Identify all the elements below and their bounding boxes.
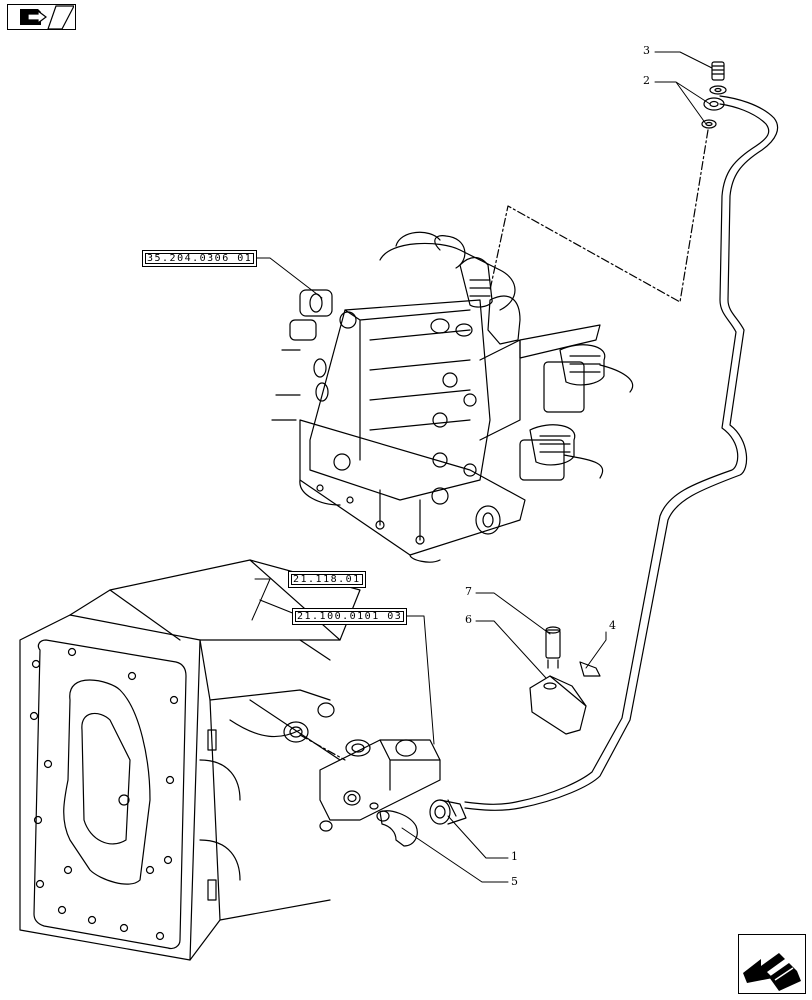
control-valve-assembly: [271, 231, 634, 563]
callout-4: 4: [609, 619, 616, 632]
next-page-button[interactable]: [738, 934, 806, 994]
callout-1: 1: [511, 850, 518, 863]
callout-7: 7: [465, 585, 472, 598]
reference-21-100-0101-03[interactable]: 21.100.0101 03: [292, 608, 408, 625]
alignment-lines: [299, 129, 709, 761]
banjo-fitting: [701, 61, 727, 129]
prev-page-button[interactable]: [7, 4, 76, 30]
bracket-and-spacer: [529, 626, 601, 735]
callout-2: 2: [643, 74, 650, 87]
reference-35-204-0306-01[interactable]: 35.204.0306 01: [142, 250, 258, 267]
leader-lines: [244, 51, 713, 883]
callout-5: 5: [511, 875, 518, 888]
callout-6: 6: [465, 613, 472, 626]
folder-back-arrow-icon: [20, 5, 75, 30]
callout-3: 3: [643, 44, 650, 57]
transmission-housing: [19, 559, 361, 961]
pipe-assembly: [464, 95, 779, 811]
valve-block: [319, 739, 467, 847]
forward-arrow-icon: [743, 953, 801, 991]
reference-21-118-01[interactable]: 21.118.01: [288, 571, 366, 588]
